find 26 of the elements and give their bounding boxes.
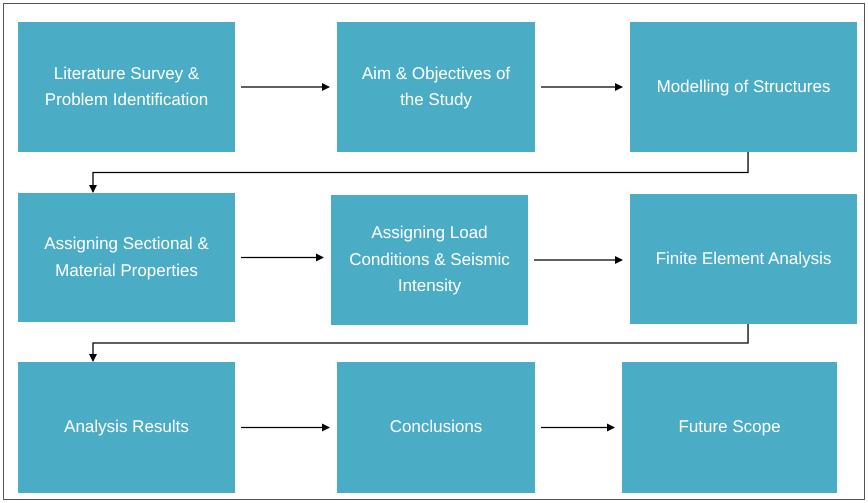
process-box: [630, 22, 857, 152]
box-label: Literature Survey & Problem Identification: [44, 62, 210, 111]
process-box: [622, 362, 837, 493]
process-box: [337, 22, 535, 152]
arrow: [241, 254, 324, 262]
box-label: Analysis Results: [64, 416, 189, 438]
process-box: [331, 195, 528, 325]
arrow: [541, 83, 623, 91]
arrow: [241, 83, 330, 91]
box-label: Finite Element Analysis: [656, 248, 832, 270]
process-box: [18, 362, 235, 493]
box-label: Modelling of Structures: [656, 76, 830, 98]
box-label: Aim & Objectives of the Study: [360, 62, 512, 111]
box-label: Assigning Sectional & Material Properties: [43, 233, 210, 282]
box-label: Future Scope: [678, 416, 781, 438]
process-box: [630, 194, 857, 324]
arrow: [541, 424, 615, 432]
arrow: [89, 152, 749, 193]
arrow: [241, 424, 330, 432]
process-box: [18, 193, 235, 322]
box-label: Conclusions: [390, 416, 482, 438]
box-label: Assigning Load Conditions & Seismic Intensity: [348, 222, 511, 298]
process-box: [18, 22, 235, 152]
arrow: [89, 324, 749, 362]
process-box: [337, 362, 535, 493]
arrow: [534, 256, 623, 264]
